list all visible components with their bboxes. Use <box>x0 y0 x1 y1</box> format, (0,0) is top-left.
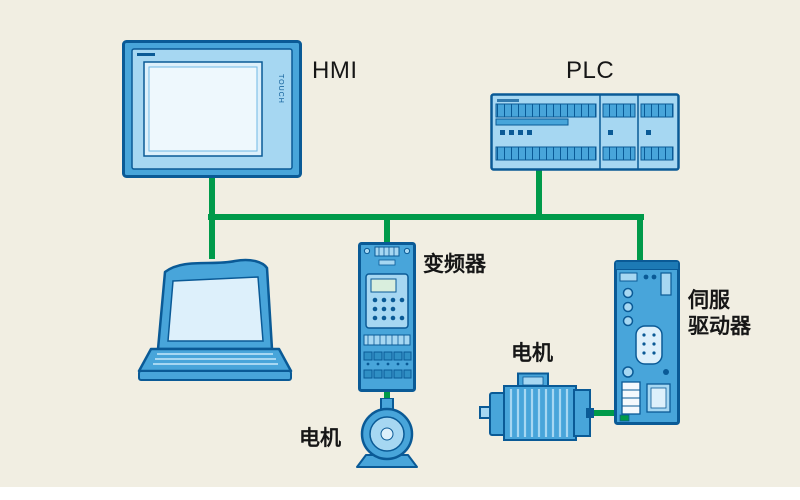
bottom-white-strip <box>0 487 800 500</box>
servo-label-line2: 驱动器 <box>688 315 751 338</box>
servo-drop-line <box>637 219 643 263</box>
hmi-label: HMI <box>312 57 358 84</box>
servo-label-line1: 伺服 <box>688 289 730 312</box>
vfd-motor-line <box>384 388 390 402</box>
hmi-device-icon: TOUCH <box>122 40 302 178</box>
vfd-drop-line <box>384 219 390 245</box>
laptop-icon <box>135 252 295 387</box>
plc-label: PLC <box>566 57 615 84</box>
motor-servo-line <box>586 410 616 416</box>
motor-icon-left <box>352 398 422 468</box>
servo-drive-icon <box>614 260 680 425</box>
plc-device-icon <box>490 93 680 171</box>
hmi-touch-text: TOUCH <box>277 74 284 104</box>
vfd-device-icon <box>358 242 416 392</box>
motor-right-label: 电机 <box>511 342 553 365</box>
vfd-label: 变频器 <box>423 253 486 276</box>
laptop-drop-line <box>209 219 215 259</box>
motor-left-label: 电机 <box>299 427 341 450</box>
plc-drop-line <box>536 170 542 215</box>
hmi-drop-line <box>209 177 215 215</box>
motor-icon-right <box>478 372 598 447</box>
network-bus-line <box>208 214 644 220</box>
